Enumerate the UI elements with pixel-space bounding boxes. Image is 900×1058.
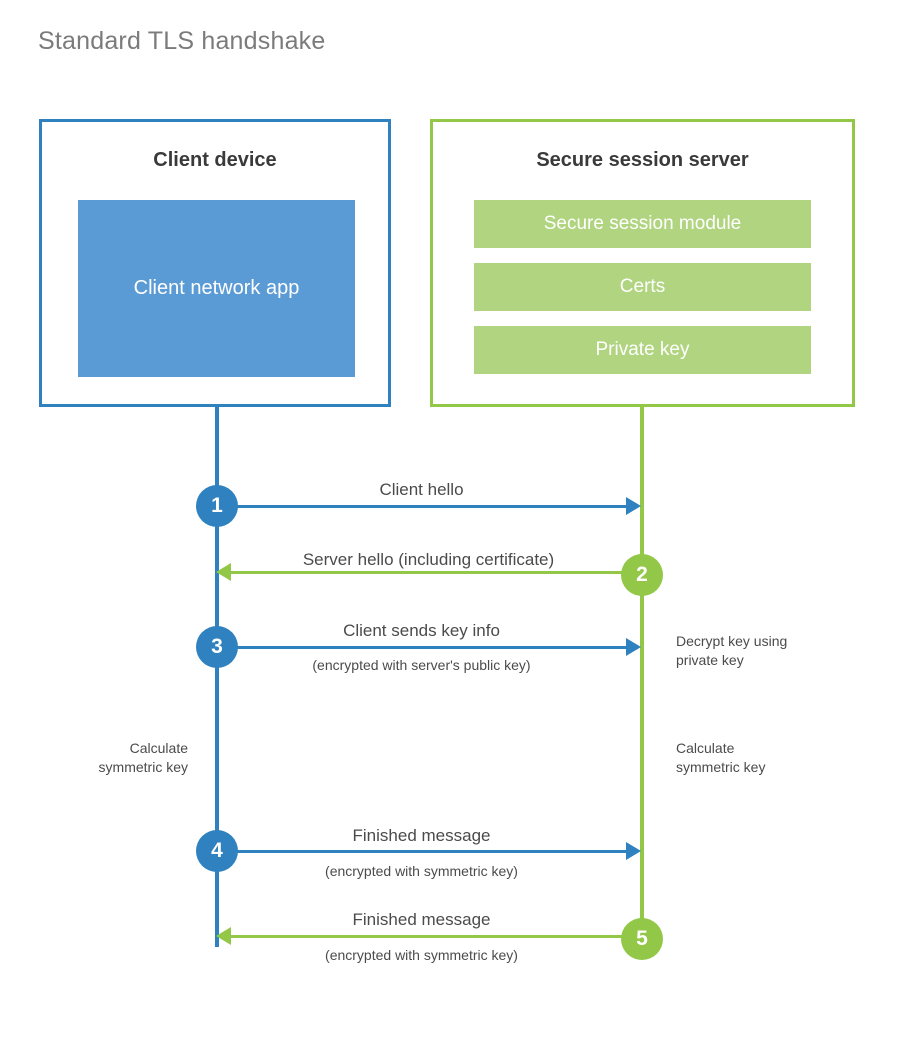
annotation-server-calculate-symmetric-key: Calculate symmetric key	[676, 739, 866, 777]
secure-session-server-title: Secure session server	[536, 149, 749, 171]
message-3-label: Client sends key info	[343, 621, 500, 640]
page-title: Standard TLS handshake	[38, 27, 326, 55]
message-4-sublabel: (encrypted with symmetric key)	[325, 863, 518, 879]
message-3-line	[217, 646, 626, 649]
server-component-secure-session-module: Secure session module	[474, 200, 811, 248]
server-lifeline	[640, 406, 644, 940]
message-5-line	[230, 935, 640, 938]
annotation-server-calculate-line1: Calculate	[676, 740, 735, 756]
message-3-sublabel: (encrypted with server's public key)	[312, 657, 531, 673]
client-device-box: Client device Client network app	[39, 119, 391, 407]
message-1-label: Client hello	[379, 480, 464, 499]
message-1-line	[217, 505, 626, 508]
secure-session-server-box: Secure session server Secure session mod…	[430, 119, 855, 407]
annotation-decrypt-key-line2: private key	[676, 651, 744, 668]
message-4-label: Finished message	[352, 826, 491, 845]
message-2-label: Server hello (including certificate)	[302, 550, 555, 569]
message-5-label: Finished message	[352, 910, 491, 929]
server-component-certs: Certs	[474, 263, 811, 311]
message-2-line	[230, 571, 640, 574]
message-4-line	[217, 850, 626, 853]
message-5-arrowhead-icon	[216, 927, 231, 945]
message-3-arrowhead-icon	[626, 638, 641, 656]
message-5-sublabel: (encrypted with symmetric key)	[325, 947, 518, 963]
step-circle-3: 3	[196, 626, 238, 668]
message-4-arrowhead-icon	[626, 842, 641, 860]
step-circle-2: 2	[621, 554, 663, 596]
step-circle-1: 1	[196, 485, 238, 527]
step-circle-4: 4	[196, 830, 238, 872]
client-network-app-block: Client network app	[78, 200, 355, 377]
server-component-private-key: Private key	[474, 326, 811, 374]
annotation-client-calculate-line1: Calculate	[129, 740, 188, 756]
message-1-arrowhead-icon	[626, 497, 641, 515]
annotation-server-calculate-line2: symmetric key	[676, 758, 766, 775]
step-circle-5: 5	[621, 918, 663, 960]
annotation-decrypt-key-line1: Decrypt key using	[676, 633, 788, 649]
annotation-decrypt-key: Decrypt key using private key	[676, 632, 866, 670]
client-lifeline	[215, 406, 219, 947]
annotation-client-calculate-line2: symmetric key	[98, 758, 188, 775]
client-device-title: Client device	[153, 149, 277, 171]
message-2-arrowhead-icon	[216, 563, 231, 581]
annotation-client-calculate-symmetric-key: Calculate symmetric key	[20, 739, 188, 777]
